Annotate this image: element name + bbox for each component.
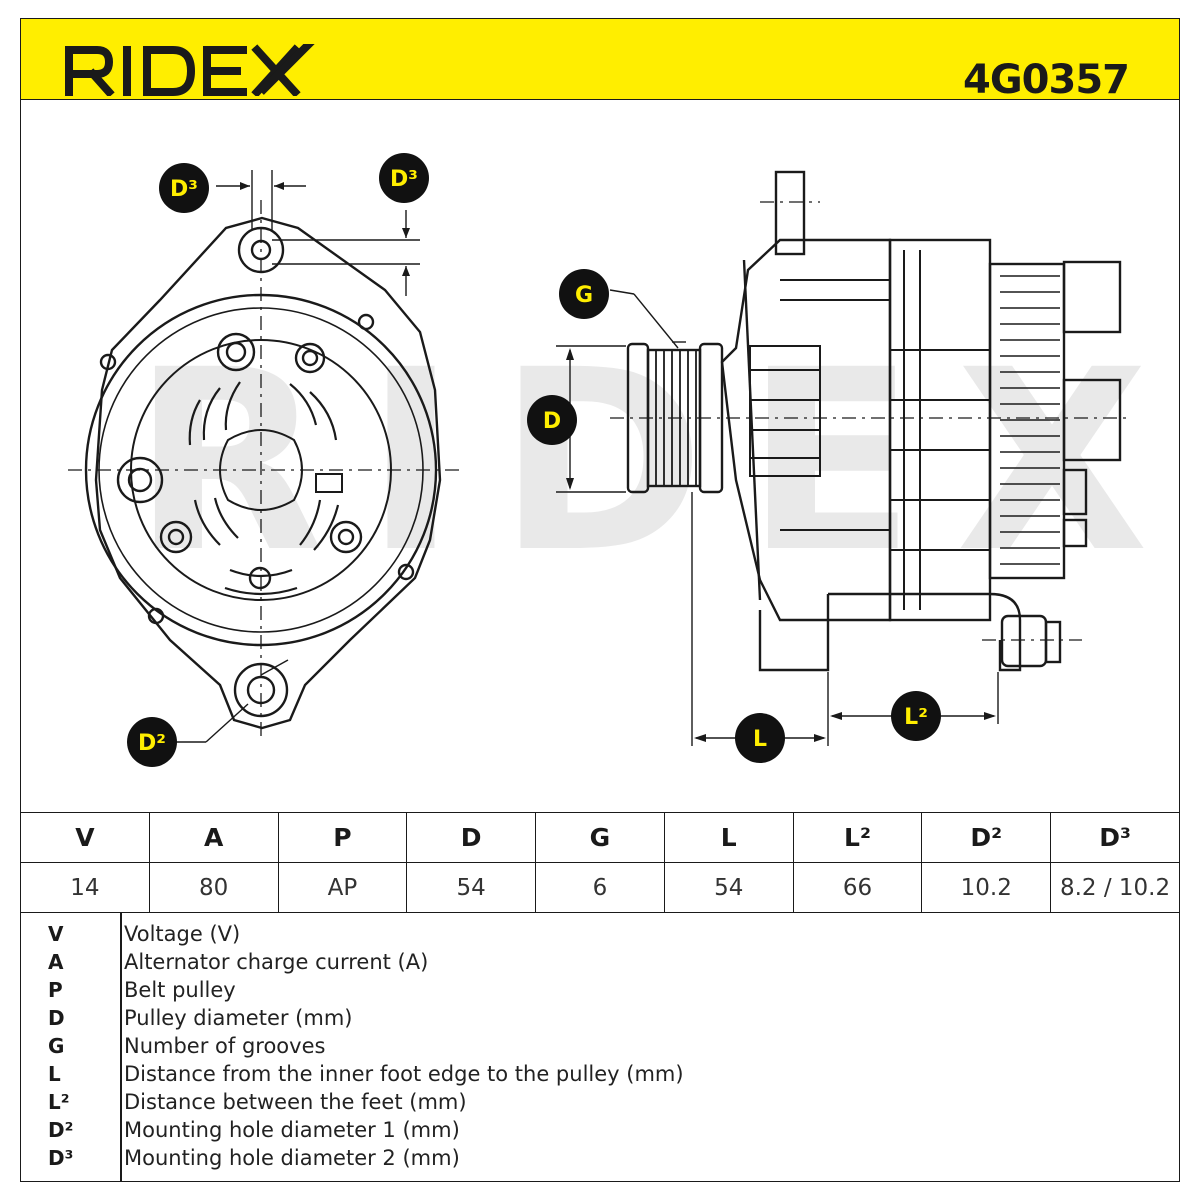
legend-symbol: G <box>48 1034 65 1058</box>
svg-text:D³: D³ <box>170 177 198 202</box>
legend-description: Alternator charge current (A) <box>124 950 429 974</box>
legend-symbol: D³ <box>48 1146 74 1170</box>
spec-value-l2: 66 <box>792 862 923 913</box>
legend-item: V Voltage (V) <box>20 922 1180 950</box>
legend-description: Distance between the feet (mm) <box>124 1090 467 1114</box>
legend-symbol: P <box>48 978 63 1002</box>
spec-header-a: A <box>148 812 279 863</box>
spec-value-d: 54 <box>406 862 537 913</box>
badge-l2: L² <box>891 691 941 741</box>
svg-text:L²: L² <box>904 705 928 730</box>
legend-description: Distance from the inner foot edge to the… <box>124 1062 684 1086</box>
legend-description: Pulley diameter (mm) <box>124 1006 353 1030</box>
spec-header-l: L <box>663 812 794 863</box>
badge-d: D <box>527 395 577 445</box>
svg-text:L: L <box>753 727 767 752</box>
legend-description: Voltage (V) <box>124 922 241 946</box>
spec-table: V A P D G L L² D² D³ 14 80 AP 54 6 54 66… <box>20 812 1180 913</box>
badge-d3-right: D³ <box>379 153 429 203</box>
badge-g: G <box>559 269 609 319</box>
legend-item: D² Mounting hole diameter 1 (mm) <box>20 1118 1180 1146</box>
legend-item: P Belt pulley <box>20 978 1180 1006</box>
legend-symbol: V <box>48 922 64 946</box>
spec-value-d2: 10.2 <box>921 862 1052 913</box>
header-bar: 4G0357 <box>20 18 1180 103</box>
legend-divider <box>120 912 122 1182</box>
legend-symbol: L <box>48 1062 61 1086</box>
svg-text:D²: D² <box>138 731 166 756</box>
spec-header-p: P <box>277 812 408 863</box>
legend-item: G Number of grooves <box>20 1034 1180 1062</box>
side-view <box>626 170 1122 672</box>
legend-item: L Distance from the inner foot edge to t… <box>20 1062 1180 1090</box>
legend-symbol: A <box>48 950 64 974</box>
spec-header-d2: D² <box>921 812 1052 863</box>
legend-item: L² Distance between the feet (mm) <box>20 1090 1180 1118</box>
legend-symbol: D <box>48 1006 65 1030</box>
svg-text:D³: D³ <box>390 167 418 192</box>
svg-text:G: G <box>575 283 593 308</box>
svg-text:D: D <box>543 409 561 434</box>
legend-description: Belt pulley <box>124 978 236 1002</box>
alternator-drawing: RIDEX <box>68 153 1149 767</box>
legend: V Voltage (V) A Alternator charge curren… <box>20 912 1180 1182</box>
spec-value-g: 6 <box>535 862 665 913</box>
part-number: 4G0357 <box>963 57 1130 103</box>
spec-header-l2: L² <box>792 812 923 863</box>
spec-header-v: V <box>20 812 150 863</box>
badge-d3-left: D³ <box>159 163 209 213</box>
spec-value-row: 14 80 AP 54 6 54 66 10.2 8.2 / 10.2 <box>20 862 1180 913</box>
legend-item: A Alternator charge current (A) <box>20 950 1180 978</box>
spec-value-v: 14 <box>20 862 150 913</box>
badge-d2: D² <box>127 717 177 767</box>
spec-header-d3: D³ <box>1050 812 1180 863</box>
legend-description: Mounting hole diameter 1 (mm) <box>124 1118 460 1142</box>
legend-symbol: L² <box>48 1090 70 1114</box>
spec-header-d: D <box>406 812 537 863</box>
legend-description: Mounting hole diameter 2 (mm) <box>124 1146 460 1170</box>
front-view <box>84 216 442 730</box>
spec-value-l: 54 <box>663 862 794 913</box>
legend-item: D³ Mounting hole diameter 2 (mm) <box>20 1146 1180 1174</box>
spec-value-a: 80 <box>148 862 279 913</box>
legend-description: Number of grooves <box>124 1034 326 1058</box>
legend-item: D Pulley diameter (mm) <box>20 1006 1180 1034</box>
spec-value-p: AP <box>277 862 408 913</box>
ridex-logo <box>65 44 315 96</box>
legend-symbol: D² <box>48 1118 74 1142</box>
spec-header-row: V A P D G L L² D² D³ <box>20 812 1180 863</box>
spec-header-g: G <box>535 812 665 863</box>
badge-l: L <box>735 713 785 763</box>
spec-value-d3: 8.2 / 10.2 <box>1050 862 1180 913</box>
